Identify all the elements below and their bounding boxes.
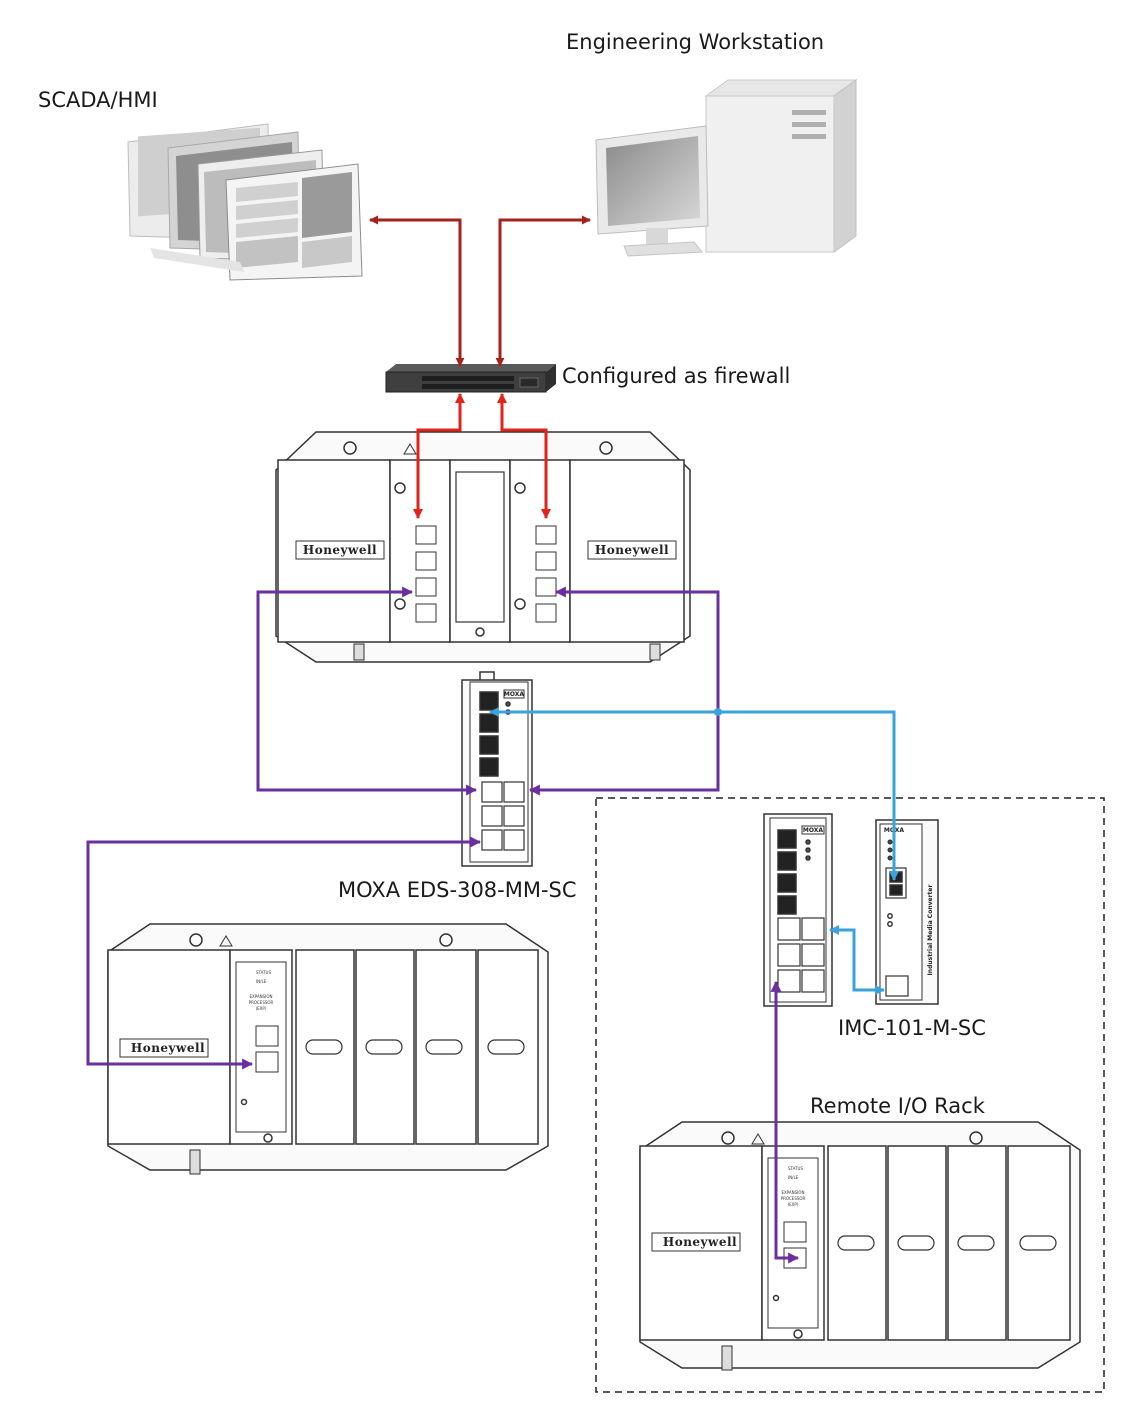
- firewall-label: Configured as firewall: [562, 364, 791, 388]
- honeywell-logo-remote: Honeywell: [663, 1235, 737, 1249]
- expansion-text-local-1: EXPANSION: [249, 994, 272, 999]
- status-text-remote: STATUS: [788, 1166, 803, 1171]
- fiber-crossing-dot: [714, 708, 722, 716]
- expansion-text-local-2: PROCESSOR: [249, 1000, 274, 1005]
- expansion-text-remote-3: (EXP): [788, 1202, 799, 1207]
- moxa-switch-label: MOXA EDS-308-MM-SC: [338, 878, 577, 902]
- media-converter-label: IMC-101-M-SC: [838, 1016, 986, 1040]
- scada-hmi-screens: [127, 123, 363, 281]
- inle-text-local: IN/LE: [256, 979, 267, 984]
- scada-hmi-label: SCADA/HMI: [38, 88, 158, 112]
- moxa-remote-switch: [763, 813, 833, 1007]
- moxa-eds-switch: [461, 671, 533, 867]
- link-workstation-firewall: [495, 215, 591, 367]
- remote-io-rack: [639, 1121, 1081, 1371]
- link-firewall-controller-left: [413, 393, 465, 519]
- expansion-text-local-3: (EXP): [256, 1006, 267, 1011]
- status-text-local: STATUS: [256, 970, 271, 975]
- link-controller-left-moxa: [256, 586, 478, 796]
- link-remote-moxa-remote-io: [770, 980, 800, 1264]
- honeywell-logo-left: Honeywell: [303, 543, 377, 557]
- link-fiber-moxa-imc: [489, 707, 899, 881]
- engineering-workstation-label: Engineering Workstation: [566, 30, 825, 54]
- link-remote-moxa-imc: [829, 925, 885, 995]
- inle-text-remote: IN/LE: [788, 1175, 799, 1180]
- honeywell-logo-local: Honeywell: [131, 1041, 205, 1055]
- expansion-text-remote-1: EXPANSION: [781, 1190, 804, 1195]
- moxa-logo-remote: MOXA: [803, 827, 823, 834]
- imc-side-text: Industrial Media Converter: [927, 885, 934, 976]
- moxa-logo-eds: MOXA: [504, 691, 524, 698]
- engineering-workstation: [595, 79, 858, 257]
- link-moxa-local-io: [86, 836, 482, 1070]
- link-scada-firewall: [369, 215, 465, 367]
- imc-media-converter: [875, 819, 939, 1005]
- link-firewall-controller-right: [497, 393, 551, 519]
- honeywell-logo-right: Honeywell: [595, 543, 669, 557]
- firewall-switch: [385, 364, 556, 393]
- expansion-text-remote-2: PROCESSOR: [781, 1196, 806, 1201]
- remote-rack-label: Remote I/O Rack: [810, 1094, 985, 1118]
